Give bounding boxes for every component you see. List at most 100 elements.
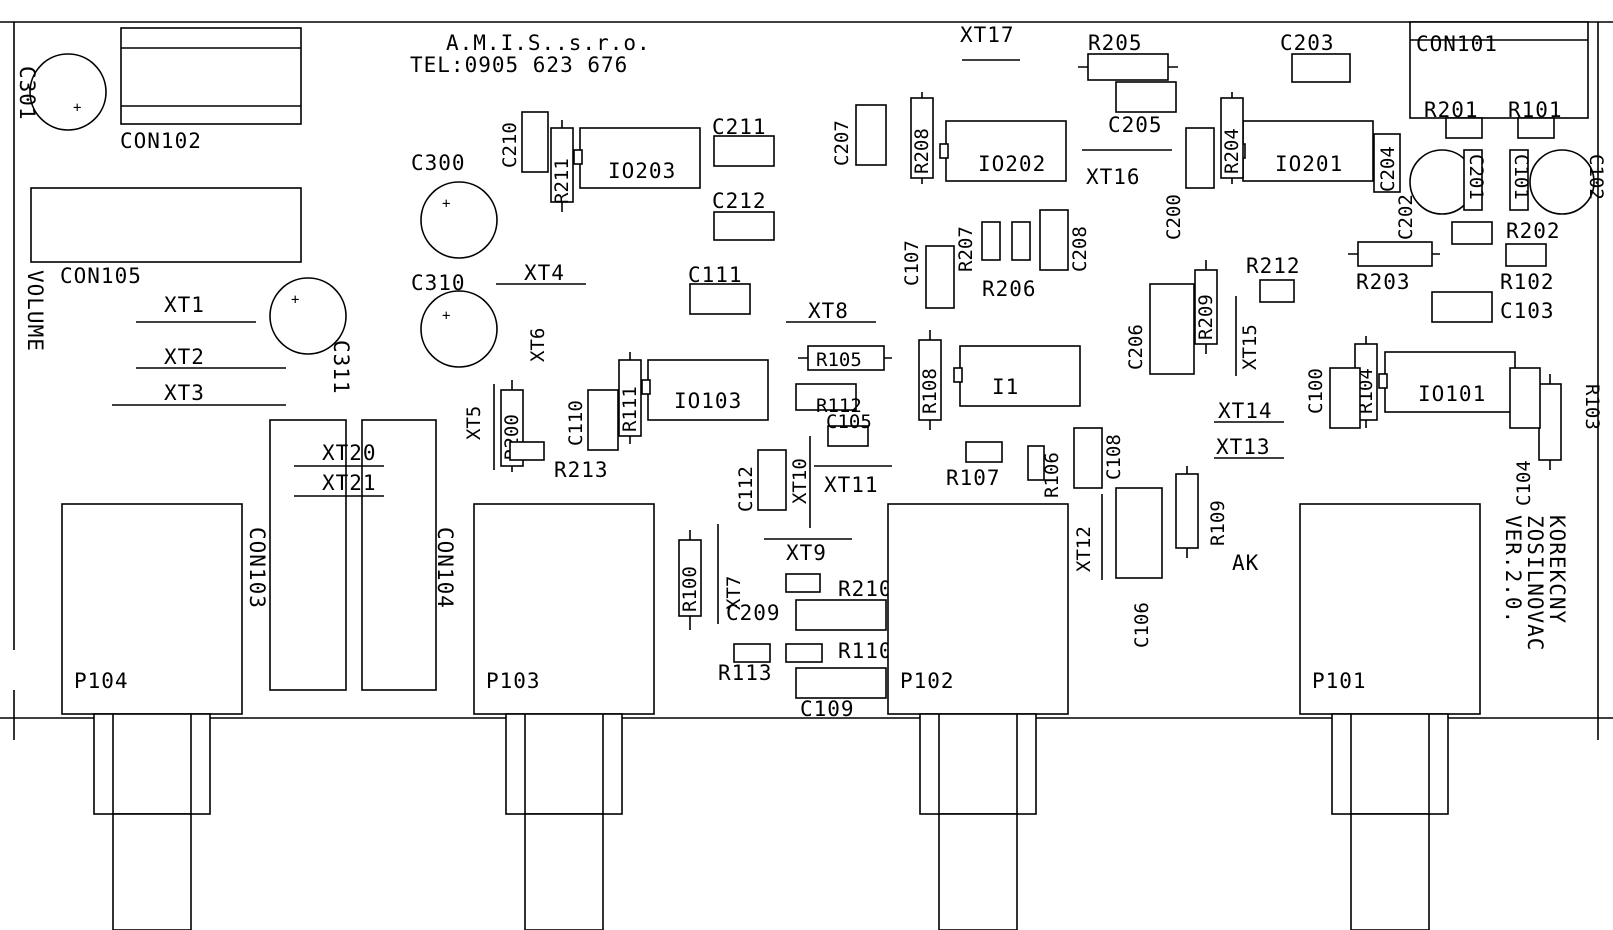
svg-text:CON105: CON105 (60, 264, 142, 288)
svg-text:R204: R204 (1221, 128, 1243, 174)
test-point-xt14: XT14 (1214, 399, 1284, 423)
resistor-r108: R108 (918, 330, 942, 430)
ic-i1: I1 (953, 345, 1081, 407)
svg-text:XT2: XT2 (164, 345, 205, 369)
resistor-r103: R103 (1538, 374, 1603, 470)
resistor-r207: R207 (955, 221, 1001, 272)
svg-text:C101: C101 (1510, 154, 1532, 200)
capacitor-c208: C208 (1039, 209, 1091, 272)
svg-text:C109: C109 (800, 697, 855, 721)
resistor-r102: R102 (1500, 243, 1555, 294)
svg-text:C300: C300 (411, 151, 466, 175)
test-point-xt10: XT10 (789, 436, 811, 528)
resistor-r213: R213 (509, 441, 609, 482)
svg-text:R203: R203 (1356, 270, 1411, 294)
svg-text:XT11: XT11 (824, 473, 879, 497)
potentiometer-p102: P102 (887, 503, 1069, 930)
test-point-xt5: XT5 (463, 384, 495, 470)
svg-text:CON103: CON103 (245, 527, 269, 609)
resistor-r201: R201 (1424, 98, 1483, 139)
svg-text:XT21: XT21 (322, 471, 377, 495)
svg-text:XT8: XT8 (808, 299, 849, 323)
svg-text:R207: R207 (955, 226, 977, 272)
resistor-r211: R211 (550, 120, 574, 212)
resistor-r111: R111 (618, 352, 642, 444)
svg-text:R110: R110 (838, 639, 893, 663)
capacitor-c301: + C301 (15, 53, 107, 131)
svg-text:IO101: IO101 (1418, 382, 1486, 406)
svg-text:XT5: XT5 (463, 406, 485, 440)
capacitor-c203: C203 (1280, 31, 1351, 83)
svg-text:R105: R105 (816, 349, 862, 371)
test-point-xt20: XT20 (294, 441, 384, 467)
svg-text:C311: C311 (329, 340, 353, 395)
svg-text:R108: R108 (919, 368, 941, 414)
version-line-1: KOREKCNY (1545, 515, 1569, 624)
svg-text:C201: C201 (1465, 154, 1487, 200)
capacitor-c300: + C300 (411, 151, 498, 259)
test-point-xt3: XT3 (112, 381, 286, 406)
svg-text:R109: R109 (1207, 500, 1229, 546)
svg-text:C106: C106 (1131, 602, 1153, 648)
svg-text:C112: C112 (735, 466, 757, 512)
test-point-xt13: XT13 (1214, 435, 1284, 459)
resistor-r206: R206 (982, 221, 1036, 301)
svg-text:C105: C105 (826, 411, 872, 433)
svg-text:R213: R213 (554, 458, 609, 482)
capacitor-c108: C108 (1073, 427, 1125, 489)
svg-text:P104: P104 (74, 669, 129, 693)
svg-text:R212: R212 (1246, 254, 1301, 278)
test-point-xt12: XT12 (1073, 494, 1103, 580)
svg-text:+: + (442, 308, 450, 324)
svg-text:CON104: CON104 (433, 527, 457, 609)
resistor-r205: R205 (1078, 31, 1178, 81)
svg-text:XT20: XT20 (322, 441, 377, 465)
connector-con101: CON101 (1409, 21, 1589, 119)
svg-text:C100: C100 (1305, 368, 1327, 414)
svg-text:R106: R106 (1041, 452, 1063, 498)
svg-text:C110: C110 (565, 400, 587, 446)
capacitor-c104: C104 (1509, 367, 1541, 506)
version-line-2: ZOSILNOVAC (1523, 515, 1547, 651)
capacitor-c112: C112 (735, 449, 787, 512)
resistor-r110: R110 (785, 639, 893, 663)
svg-text:P101: P101 (1312, 669, 1367, 693)
capacitor-c201-body: C201 (1463, 149, 1487, 211)
svg-text:C206: C206 (1125, 324, 1147, 370)
version-block: KOREKCNY ZOSILNOVAC VER.2.0. (1501, 515, 1569, 651)
svg-text:C107: C107 (901, 240, 923, 286)
capacitor-c111: C111 (688, 263, 751, 315)
company-name: A.M.I.S..s.r.o. (446, 31, 651, 55)
svg-text:CON102: CON102 (120, 129, 202, 153)
test-point-xt21: XT21 (294, 471, 384, 497)
svg-text:P102: P102 (900, 669, 955, 693)
connector-con105: CON105 (30, 187, 302, 288)
svg-text:R101: R101 (1508, 98, 1563, 122)
svg-text:XT15: XT15 (1239, 324, 1261, 370)
resistor-r105: R105 (798, 345, 892, 371)
svg-text:C209: C209 (726, 601, 781, 625)
svg-text:C210: C210 (499, 122, 521, 168)
capacitor-c202: C202 (1395, 194, 1417, 240)
svg-text:XT9: XT9 (786, 541, 827, 565)
resistor-r210: R210 (785, 573, 892, 601)
svg-text:XT7: XT7 (723, 576, 745, 610)
capacitor-c207: C207 (831, 104, 887, 166)
svg-text:+: + (442, 196, 450, 212)
svg-text:C202: C202 (1395, 194, 1417, 240)
test-point-xt7: XT7 (717, 524, 745, 624)
resistor-r202: R202 (1451, 219, 1560, 245)
test-point-xt16: XT16 (1082, 149, 1172, 189)
svg-text:R102: R102 (1500, 270, 1555, 294)
company-phone: TEL:0905 623 676 (410, 53, 628, 77)
capacitor-c110: C110 (565, 389, 619, 451)
test-point-xt15: XT15 (1235, 296, 1261, 376)
resistor-r203: R203 (1348, 241, 1440, 294)
svg-text:C103: C103 (1500, 299, 1555, 323)
svg-text:C310: C310 (411, 271, 466, 295)
svg-text:XT13: XT13 (1216, 435, 1271, 459)
resistor-r209: R209 (1194, 260, 1218, 354)
svg-text:+: + (291, 292, 299, 308)
